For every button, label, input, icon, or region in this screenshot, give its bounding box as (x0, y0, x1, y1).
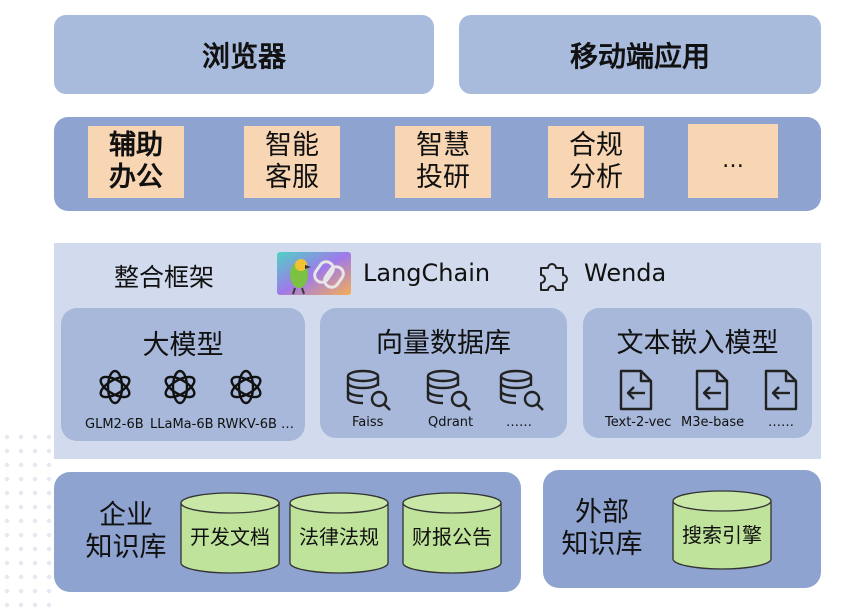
enterprise-kb-title-line2: 知识库 (85, 532, 167, 563)
document-import-icon (762, 369, 802, 411)
external-kb-title-line2: 知识库 (561, 529, 643, 560)
llm-item: RWKV-6B … (217, 417, 295, 432)
kb-item-label: 法律法规 (299, 524, 379, 549)
openai-icon (160, 367, 200, 407)
vector-db-item: Qdrant (428, 415, 474, 430)
document-import-icon (693, 369, 733, 411)
database-search-icon (345, 369, 393, 413)
openai-icon (226, 367, 266, 407)
app-compliance-line2: 分析 (569, 162, 623, 193)
openai-icon (95, 367, 135, 407)
app-more-label: … (722, 148, 744, 173)
llm-item: GLM2-6B (85, 417, 144, 432)
mobile-app-box: 移动端应用 (459, 15, 821, 94)
llm-title: 大模型 (142, 330, 224, 361)
embedding-title: 文本嵌入模型 (616, 328, 779, 359)
app-compliance-line1: 合规 (569, 130, 623, 161)
embedding-item: M3e-base (681, 415, 745, 430)
vector-db-item: …… (506, 415, 532, 430)
wenda-label: Wenda (584, 259, 667, 287)
langchain-logo (277, 252, 351, 295)
app-smart-service-line2: 客服 (265, 162, 319, 193)
kb-item-label: 财报公告 (412, 524, 492, 549)
kb-item-label: 搜索引擎 (682, 522, 762, 547)
mobile-app-label: 移动端应用 (569, 39, 710, 73)
embedding-item: Text-2-vec (605, 415, 672, 430)
llm-item: LLaMa-6B (150, 417, 214, 432)
kb-cylinder-financial-reports: 财报公告 (402, 492, 502, 574)
framework-label: 整合框架 (114, 263, 215, 292)
database-search-icon (498, 369, 546, 413)
embedding-item: …… (768, 415, 794, 430)
external-kb-title: 外部 知识库 (560, 497, 644, 561)
kb-cylinder-search-engine: 搜索引擎 (672, 490, 772, 570)
app-more: … (688, 124, 778, 198)
app-smart-service: 智能 客服 (244, 126, 340, 198)
document-import-icon (617, 369, 657, 411)
database-search-icon (425, 369, 473, 413)
langchain-label: LangChain (363, 259, 491, 287)
app-office-assist-line1: 辅助 (109, 130, 163, 161)
app-smart-research: 智慧 投研 (395, 126, 491, 198)
vector-db-title: 向量数据库 (376, 328, 511, 359)
browser-box: 浏览器 (54, 15, 434, 94)
app-office-assist: 辅助 办公 (88, 126, 184, 198)
vector-db-item: Faiss (352, 415, 384, 430)
decorative-dot-pattern (0, 430, 60, 611)
browser-label: 浏览器 (201, 39, 286, 73)
enterprise-kb-title-line1: 企业 (99, 500, 153, 531)
app-smart-research-line2: 投研 (416, 162, 470, 193)
kb-cylinder-dev-docs: 开发文档 (180, 492, 280, 574)
kb-cylinder-laws: 法律法规 (289, 492, 389, 574)
kb-item-label: 开发文档 (190, 524, 270, 549)
llm-panel (61, 308, 305, 441)
app-compliance: 合规 分析 (548, 126, 644, 198)
puzzle-icon (535, 254, 575, 294)
enterprise-kb-title: 企业 知识库 (84, 500, 168, 564)
app-smart-service-line1: 智能 (265, 130, 319, 161)
app-office-assist-line2: 办公 (109, 162, 163, 193)
app-smart-research-line1: 智慧 (416, 130, 470, 161)
external-kb-title-line1: 外部 (575, 497, 629, 528)
